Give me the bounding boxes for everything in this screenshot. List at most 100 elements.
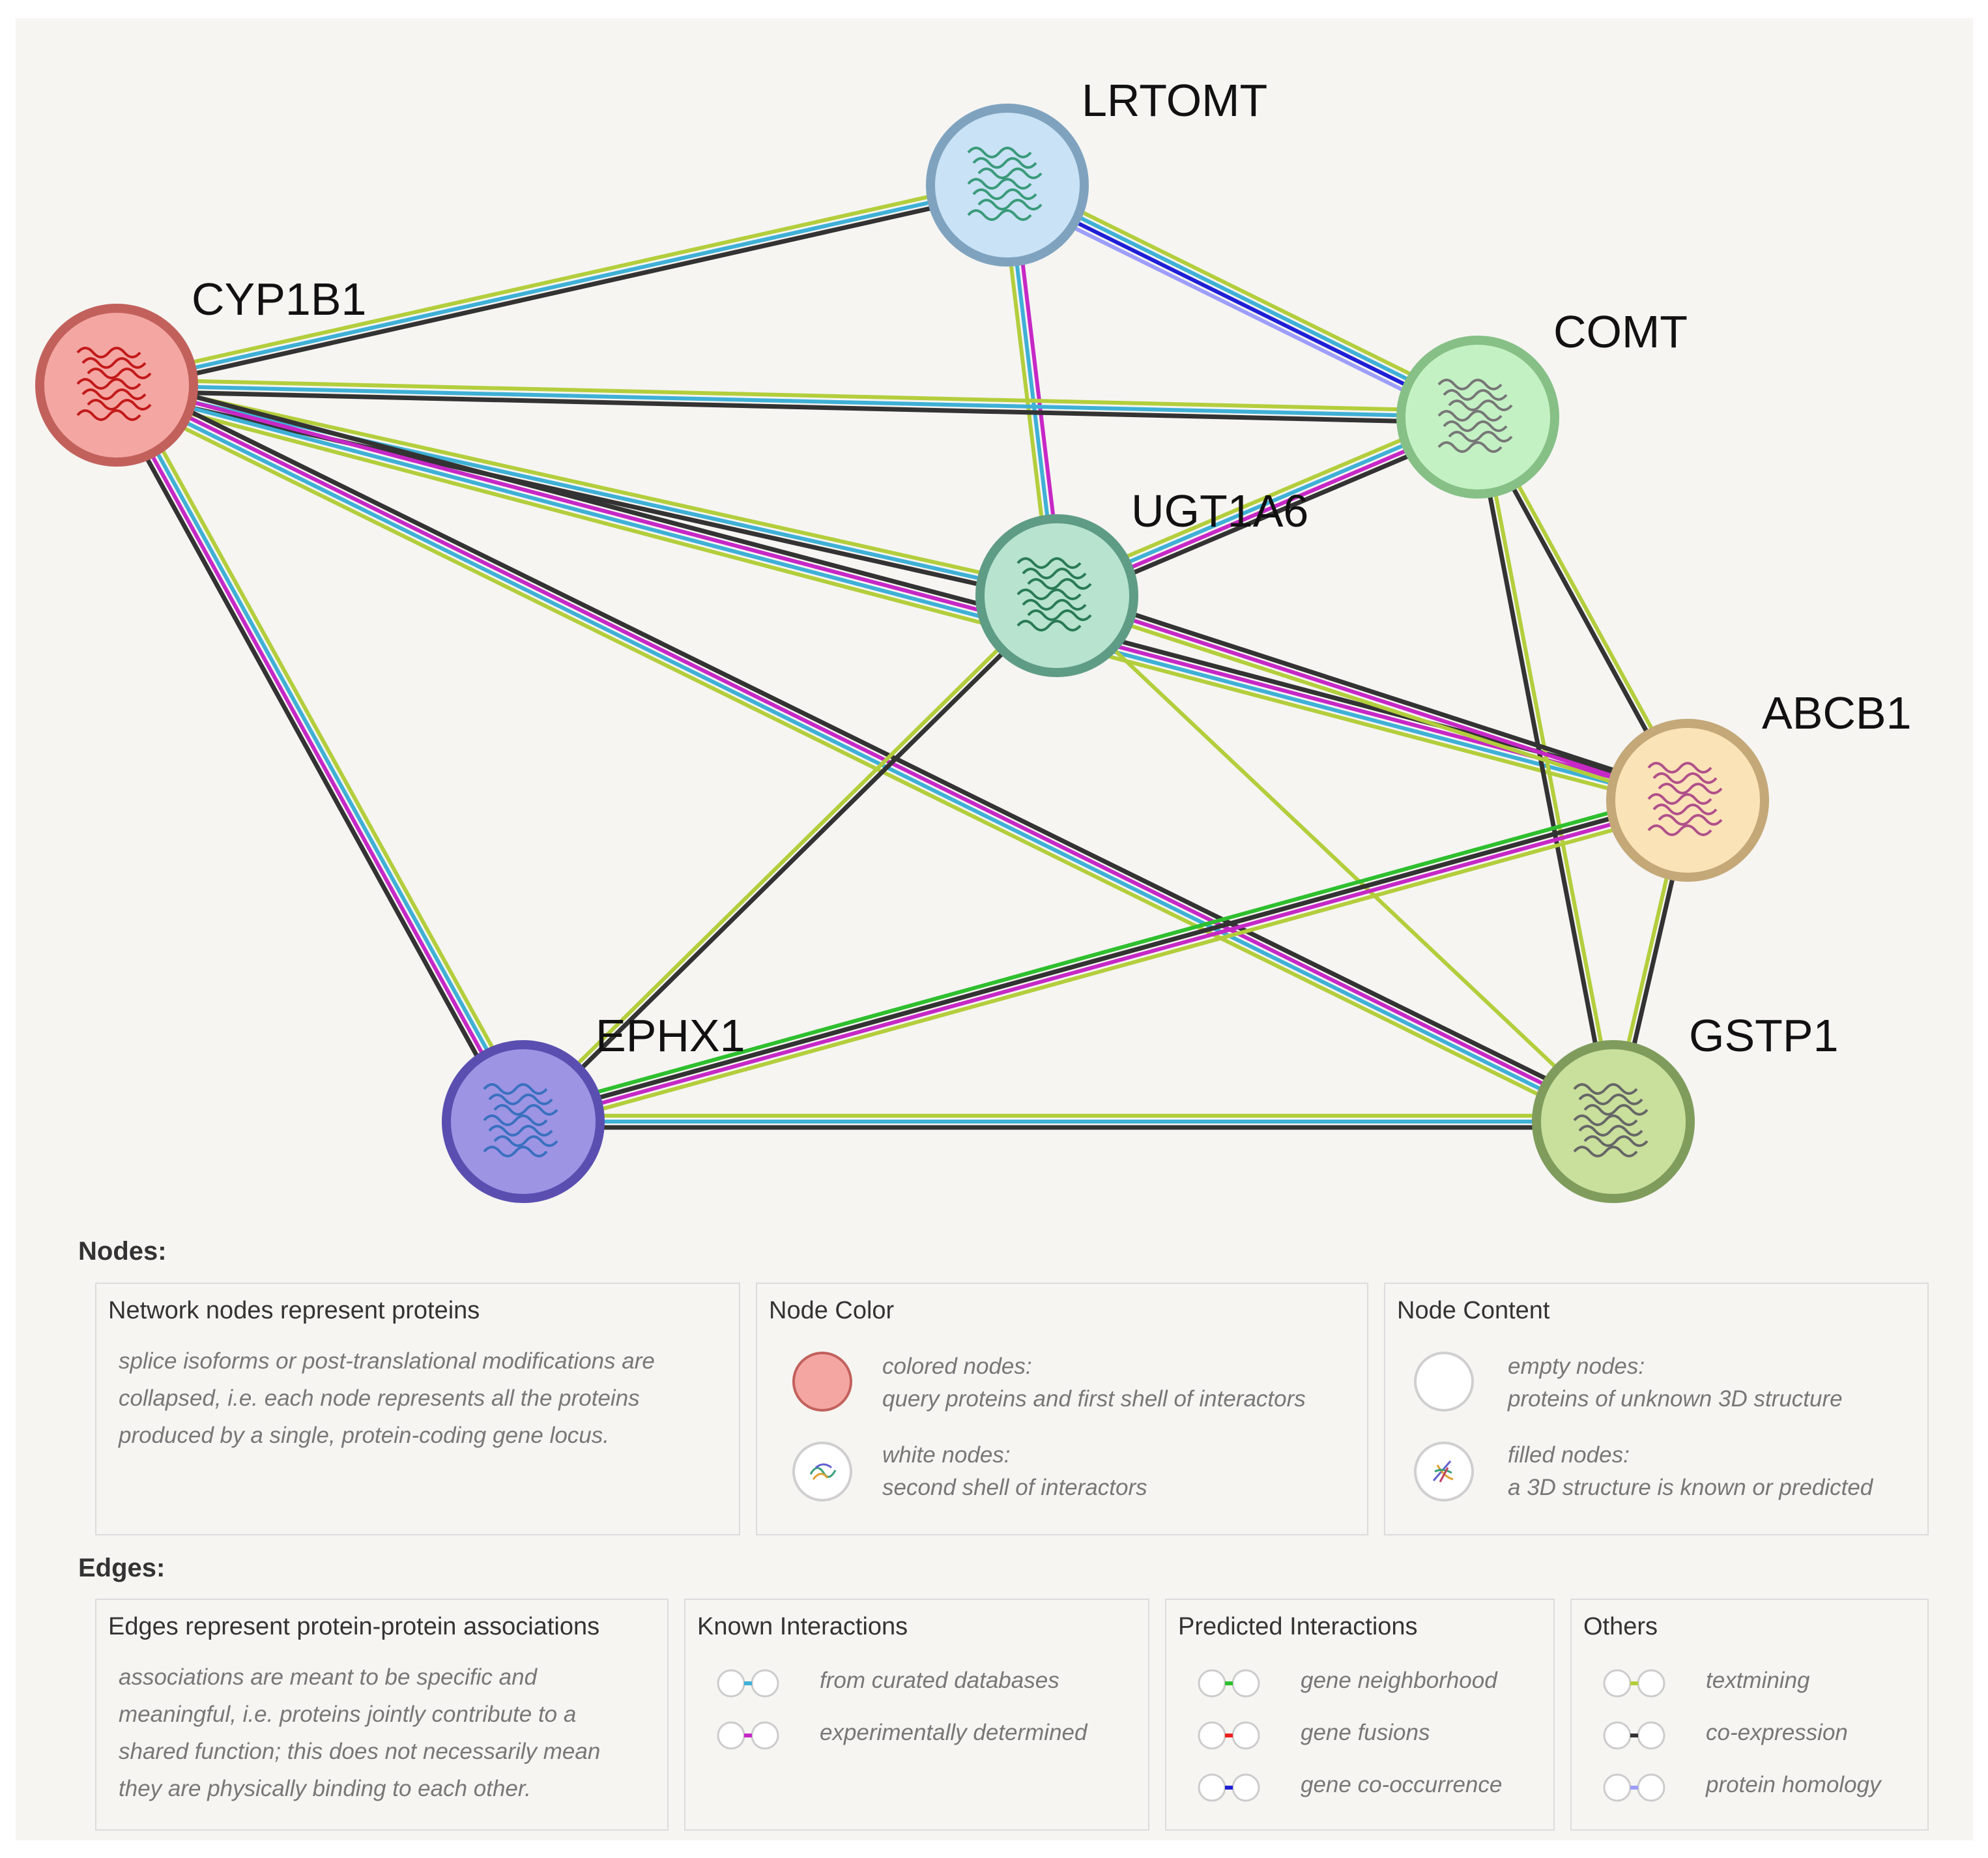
node-circle[interactable] <box>442 1040 605 1203</box>
node-circle[interactable] <box>1532 1040 1695 1203</box>
edge-cyp1b1-gstp1-coexpression[interactable] <box>119 375 1619 1116</box>
coexpression-edge-swatch <box>1603 1721 1665 1750</box>
edge-ugt1a6-abcb1-coexpression[interactable] <box>1058 588 1690 797</box>
protein-structure-icon <box>1437 379 1513 453</box>
predicted-interactions-title: Predicted Interactions <box>1178 1613 1418 1640</box>
edge-cyp1b1-ugt1a6-curated[interactable] <box>116 383 1058 598</box>
edge-abcb1-ephx1-experimental[interactable] <box>523 801 1689 1127</box>
curated-edge-swatch <box>717 1669 779 1698</box>
protein-structure-icon <box>1647 762 1723 836</box>
edge-cyp1b1-ugt1a6-textmining[interactable] <box>117 377 1059 592</box>
text-line: collapsed, i.e. each node represents all… <box>119 1386 640 1411</box>
swatch-node <box>751 1669 779 1698</box>
edge-ugt1a6-abcb1-experimental[interactable] <box>1056 594 1688 802</box>
node-ugt1a6[interactable]: UGT1A6 <box>975 486 1308 677</box>
edge-comt-gstp1-textmining[interactable] <box>1478 416 1619 1122</box>
swatch-node <box>717 1721 745 1750</box>
protein-structure-icon <box>967 147 1043 221</box>
node-proteins-title: Network nodes represent proteins <box>108 1297 480 1324</box>
node-comt[interactable]: COMT <box>1396 306 1688 499</box>
edge-comt-gstp1-coexpression[interactable] <box>1473 417 1613 1123</box>
legend-row-cooccurrence: gene co-occurrence <box>1196 1768 1548 1807</box>
cooccurrence-edge-swatch <box>1198 1773 1260 1802</box>
edge-ugt1a6-gstp1-textmining[interactable] <box>1055 594 1615 1124</box>
node-circle[interactable] <box>1606 719 1769 882</box>
swatch-node <box>751 1721 779 1750</box>
node-circle[interactable] <box>975 514 1138 677</box>
edge-ugt1a6-ephx1-textmining[interactable] <box>519 592 1056 1121</box>
swatch-node <box>1603 1773 1632 1802</box>
edge-ugt1a6-abcb1-textmining[interactable] <box>1054 599 1687 808</box>
node-circle[interactable] <box>926 104 1089 267</box>
node-gstp1[interactable]: GSTP1 <box>1532 1010 1839 1203</box>
node-circle[interactable] <box>35 304 198 467</box>
node-content-title: Node Content <box>1397 1297 1550 1324</box>
edge-cyp1b1-gstp1-experimental[interactable] <box>117 381 1616 1121</box>
node-label-comt: COMT <box>1553 306 1688 357</box>
text-line: they are physically binding to each othe… <box>119 1776 531 1801</box>
edge-lrtomt-comt-curated[interactable] <box>1007 181 1480 416</box>
edge-cyp1b1-lrtomt-coexpression[interactable] <box>117 188 1009 394</box>
node-label-lrtomt: LRTOMT <box>1082 75 1267 126</box>
edge-cyp1b1-ephx1-textmining[interactable] <box>122 380 533 1118</box>
swatch-node <box>717 1669 745 1698</box>
swatch-node <box>1232 1773 1260 1802</box>
edge-cyp1b1-ugt1a6-coexpression[interactable] <box>115 388 1056 604</box>
protein-structure-icon <box>76 347 152 421</box>
edge-lrtomt-comt-cooccurrence[interactable] <box>1005 186 1478 422</box>
edge-cyp1b1-lrtomt-textmining[interactable] <box>115 177 1007 382</box>
edges-layer <box>107 175 1693 1132</box>
filled-nodes-text: filled nodes: a 3D structure is known or… <box>1508 1439 1873 1504</box>
known-interactions-box: Known Interactions from curated database… <box>684 1599 1149 1831</box>
edge-lrtomt-comt-homology[interactable] <box>1002 191 1475 427</box>
nodes-section-title: Nodes: <box>78 1237 167 1266</box>
swatch-node <box>1603 1721 1632 1750</box>
edge-ugt1a6-ephx1-coexpression[interactable] <box>523 596 1061 1125</box>
edge-cyp1b1-ephx1-experimental[interactable] <box>112 385 523 1124</box>
empty-node-swatch <box>1414 1352 1474 1412</box>
edge-cyp1b1-abcb1-experimental[interactable] <box>117 380 1689 800</box>
edge-cyp1b1-abcb1-textmining[interactable] <box>113 392 1686 811</box>
edge-cyp1b1-gstp1-curated[interactable] <box>114 386 1613 1126</box>
others-title: Others <box>1583 1613 1658 1640</box>
text-line: associations are meant to be specific an… <box>119 1664 538 1690</box>
text-line: produced by a single, protein-coding gen… <box>119 1423 609 1448</box>
edge-cyp1b1-lrtomt-curated[interactable] <box>116 183 1008 387</box>
legend-row-homology: protein homology <box>1602 1768 1927 1807</box>
others-box: Others textmining co-expression protein … <box>1570 1599 1929 1831</box>
edge-cyp1b1-ephx1-curated[interactable] <box>117 383 528 1122</box>
edge-cyp1b1-comt-curated[interactable] <box>116 383 1478 419</box>
legend-row-fusion: gene fusions <box>1196 1716 1548 1755</box>
edge-abcb1-ephx1-neighborhood[interactable] <box>520 790 1686 1115</box>
textmining-edge-swatch <box>1603 1669 1665 1698</box>
known-interactions-title: Known Interactions <box>697 1613 908 1640</box>
node-circle[interactable] <box>1396 336 1559 499</box>
edge-cyp1b1-comt-textmining[interactable] <box>117 377 1478 414</box>
edge-lrtomt-comt-textmining[interactable] <box>1010 175 1483 411</box>
text-line: filled nodes: <box>1508 1442 1630 1468</box>
node-lrtomt[interactable]: LRTOMT <box>926 75 1267 267</box>
text-line: proteins of unknown 3D structure <box>1508 1386 1843 1412</box>
node-abcb1[interactable]: ABCB1 <box>1606 688 1912 882</box>
edge-cyp1b1-comt-coexpression[interactable] <box>116 388 1478 426</box>
text-line: meaningful, i.e. proteins jointly contri… <box>119 1702 577 1727</box>
node-ephx1[interactable]: EPHX1 <box>442 1010 745 1203</box>
edge-cyp1b1-ephx1-coexpression[interactable] <box>107 388 518 1127</box>
edge-cyp1b1-gstp1-textmining[interactable] <box>111 391 1611 1131</box>
curated-label: from curated databases <box>820 1668 1059 1693</box>
edge-cyp1b1-abcb1-curated[interactable] <box>115 386 1688 806</box>
text-line: colored nodes: <box>882 1354 1032 1379</box>
swatch-node <box>1232 1721 1260 1750</box>
text-line: splice isoforms or post-translational mo… <box>119 1348 655 1374</box>
homology-edge-swatch <box>1603 1773 1665 1802</box>
edge-abcb1-ephx1-coexpression[interactable] <box>521 795 1688 1122</box>
white-node-swatch <box>792 1442 852 1502</box>
node-cyp1b1[interactable]: CYP1B1 <box>35 274 366 467</box>
node-label-ephx1: EPHX1 <box>596 1010 745 1061</box>
text-line: a 3D structure is known or predicted <box>1508 1475 1873 1500</box>
node-proteins-description: splice isoforms or post-translational mo… <box>119 1343 655 1454</box>
cooccurrence-label: gene co-occurrence <box>1301 1772 1503 1797</box>
protein-structure-icon <box>483 1083 558 1157</box>
edge-abcb1-ephx1-textmining[interactable] <box>525 807 1691 1132</box>
